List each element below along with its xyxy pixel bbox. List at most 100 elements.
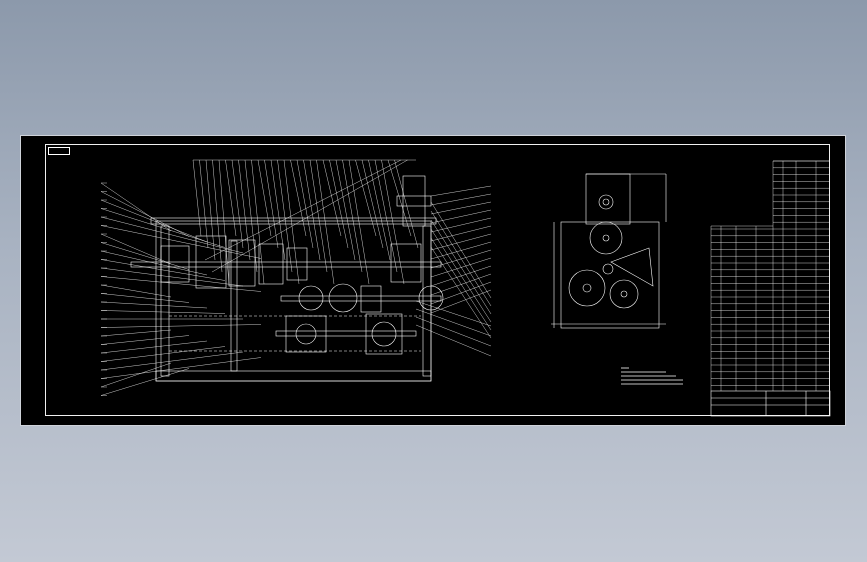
idler-gear — [602, 263, 614, 275]
leader-line — [277, 159, 293, 273]
lower-shaft — [275, 330, 417, 337]
middle-gear-2 — [328, 283, 358, 313]
leader-line — [296, 159, 314, 249]
sheet-stamp — [48, 147, 70, 155]
leader-line — [100, 233, 172, 265]
leader-line — [238, 159, 251, 261]
guard-plate — [610, 247, 654, 287]
front-assembly-view — [100, 159, 492, 396]
leader-line — [199, 159, 209, 249]
leader-line — [415, 300, 492, 327]
leader-line — [100, 368, 190, 396]
gear-block-2 — [228, 239, 256, 287]
leader-line — [415, 316, 492, 347]
leader-line — [100, 259, 226, 281]
upper-gear — [589, 221, 623, 255]
leader-line — [100, 346, 226, 362]
leader-line — [100, 329, 172, 337]
drawing-sheet — [20, 135, 846, 426]
leader-line — [342, 159, 363, 273]
leader-lines-right — [415, 185, 492, 357]
top-plate — [150, 217, 437, 225]
leader-line — [430, 273, 492, 296]
leader-line — [257, 159, 272, 237]
leader-line — [430, 241, 492, 260]
leader-line — [100, 276, 262, 292]
leader-line — [309, 159, 328, 273]
leader-line — [100, 284, 172, 298]
leader-line — [430, 201, 492, 299]
leader-line — [430, 237, 492, 331]
gearbox-top-housing — [585, 173, 631, 225]
leader-lines-top — [192, 159, 419, 285]
gear-block-4 — [286, 247, 308, 281]
leader-line — [430, 193, 492, 206]
title-block — [710, 390, 831, 417]
leader-line — [290, 159, 307, 237]
leader-line — [244, 159, 258, 273]
large-gear-bore — [582, 283, 592, 293]
leader-line — [335, 159, 356, 261]
leader-line — [100, 242, 190, 270]
leader-lines-left — [100, 182, 262, 396]
leader-line — [394, 159, 419, 249]
top-pinion-bore — [602, 198, 610, 206]
leader-line — [430, 233, 492, 251]
cad-drawing — [100, 159, 831, 417]
leader-line — [430, 249, 492, 269]
leader-line — [430, 225, 492, 242]
gear-block-5 — [390, 243, 422, 283]
vertical-drive — [402, 175, 426, 227]
leader-line — [100, 310, 226, 314]
leader-line — [415, 324, 492, 357]
gear-block-3 — [258, 243, 284, 285]
leader-line — [430, 257, 492, 278]
leader-line — [430, 185, 492, 197]
technical-notes — [621, 367, 683, 385]
leader-line — [329, 159, 349, 249]
leader-line — [430, 281, 492, 305]
leader-line — [100, 208, 226, 248]
leader-line — [100, 293, 190, 303]
leader-line — [212, 159, 223, 273]
leader-line — [100, 225, 262, 259]
leader-line — [387, 159, 412, 237]
lower-gear-2 — [371, 321, 397, 347]
leader-line — [430, 210, 492, 307]
leader-line — [100, 199, 208, 243]
leader-line — [100, 324, 262, 328]
leader-line — [430, 201, 492, 215]
leader-line — [100, 335, 190, 345]
drawing-frame — [45, 144, 830, 416]
leader-line — [211, 159, 408, 273]
gearbox-housing — [560, 221, 660, 329]
gear-block-1 — [195, 235, 227, 289]
leader-line — [100, 351, 244, 371]
leader-line — [368, 159, 391, 261]
leader-line — [100, 182, 172, 232]
title-block-frame — [710, 390, 831, 417]
top-pinion — [598, 194, 614, 210]
leader-line — [192, 159, 202, 237]
right-gear-bore — [620, 290, 628, 298]
leader-line — [270, 159, 286, 261]
leader-line — [100, 362, 172, 388]
leader-line — [430, 265, 492, 287]
lower-gear-block-1 — [285, 315, 327, 353]
leader-line — [374, 159, 398, 273]
side-gear-view — [551, 173, 683, 385]
leader-line — [251, 159, 265, 285]
lower-gear-block-2 — [365, 313, 403, 355]
base-plate — [155, 370, 432, 382]
leader-line — [100, 216, 244, 254]
leader-line — [283, 159, 300, 285]
right-gear — [609, 279, 639, 309]
leader-line — [205, 159, 216, 261]
parts-list — [710, 160, 830, 391]
leader-line — [430, 209, 492, 224]
lower-gear-1 — [295, 323, 317, 345]
leader-line — [348, 159, 370, 285]
large-gear — [568, 269, 606, 307]
leader-line — [218, 159, 230, 285]
leader-line — [204, 159, 402, 261]
